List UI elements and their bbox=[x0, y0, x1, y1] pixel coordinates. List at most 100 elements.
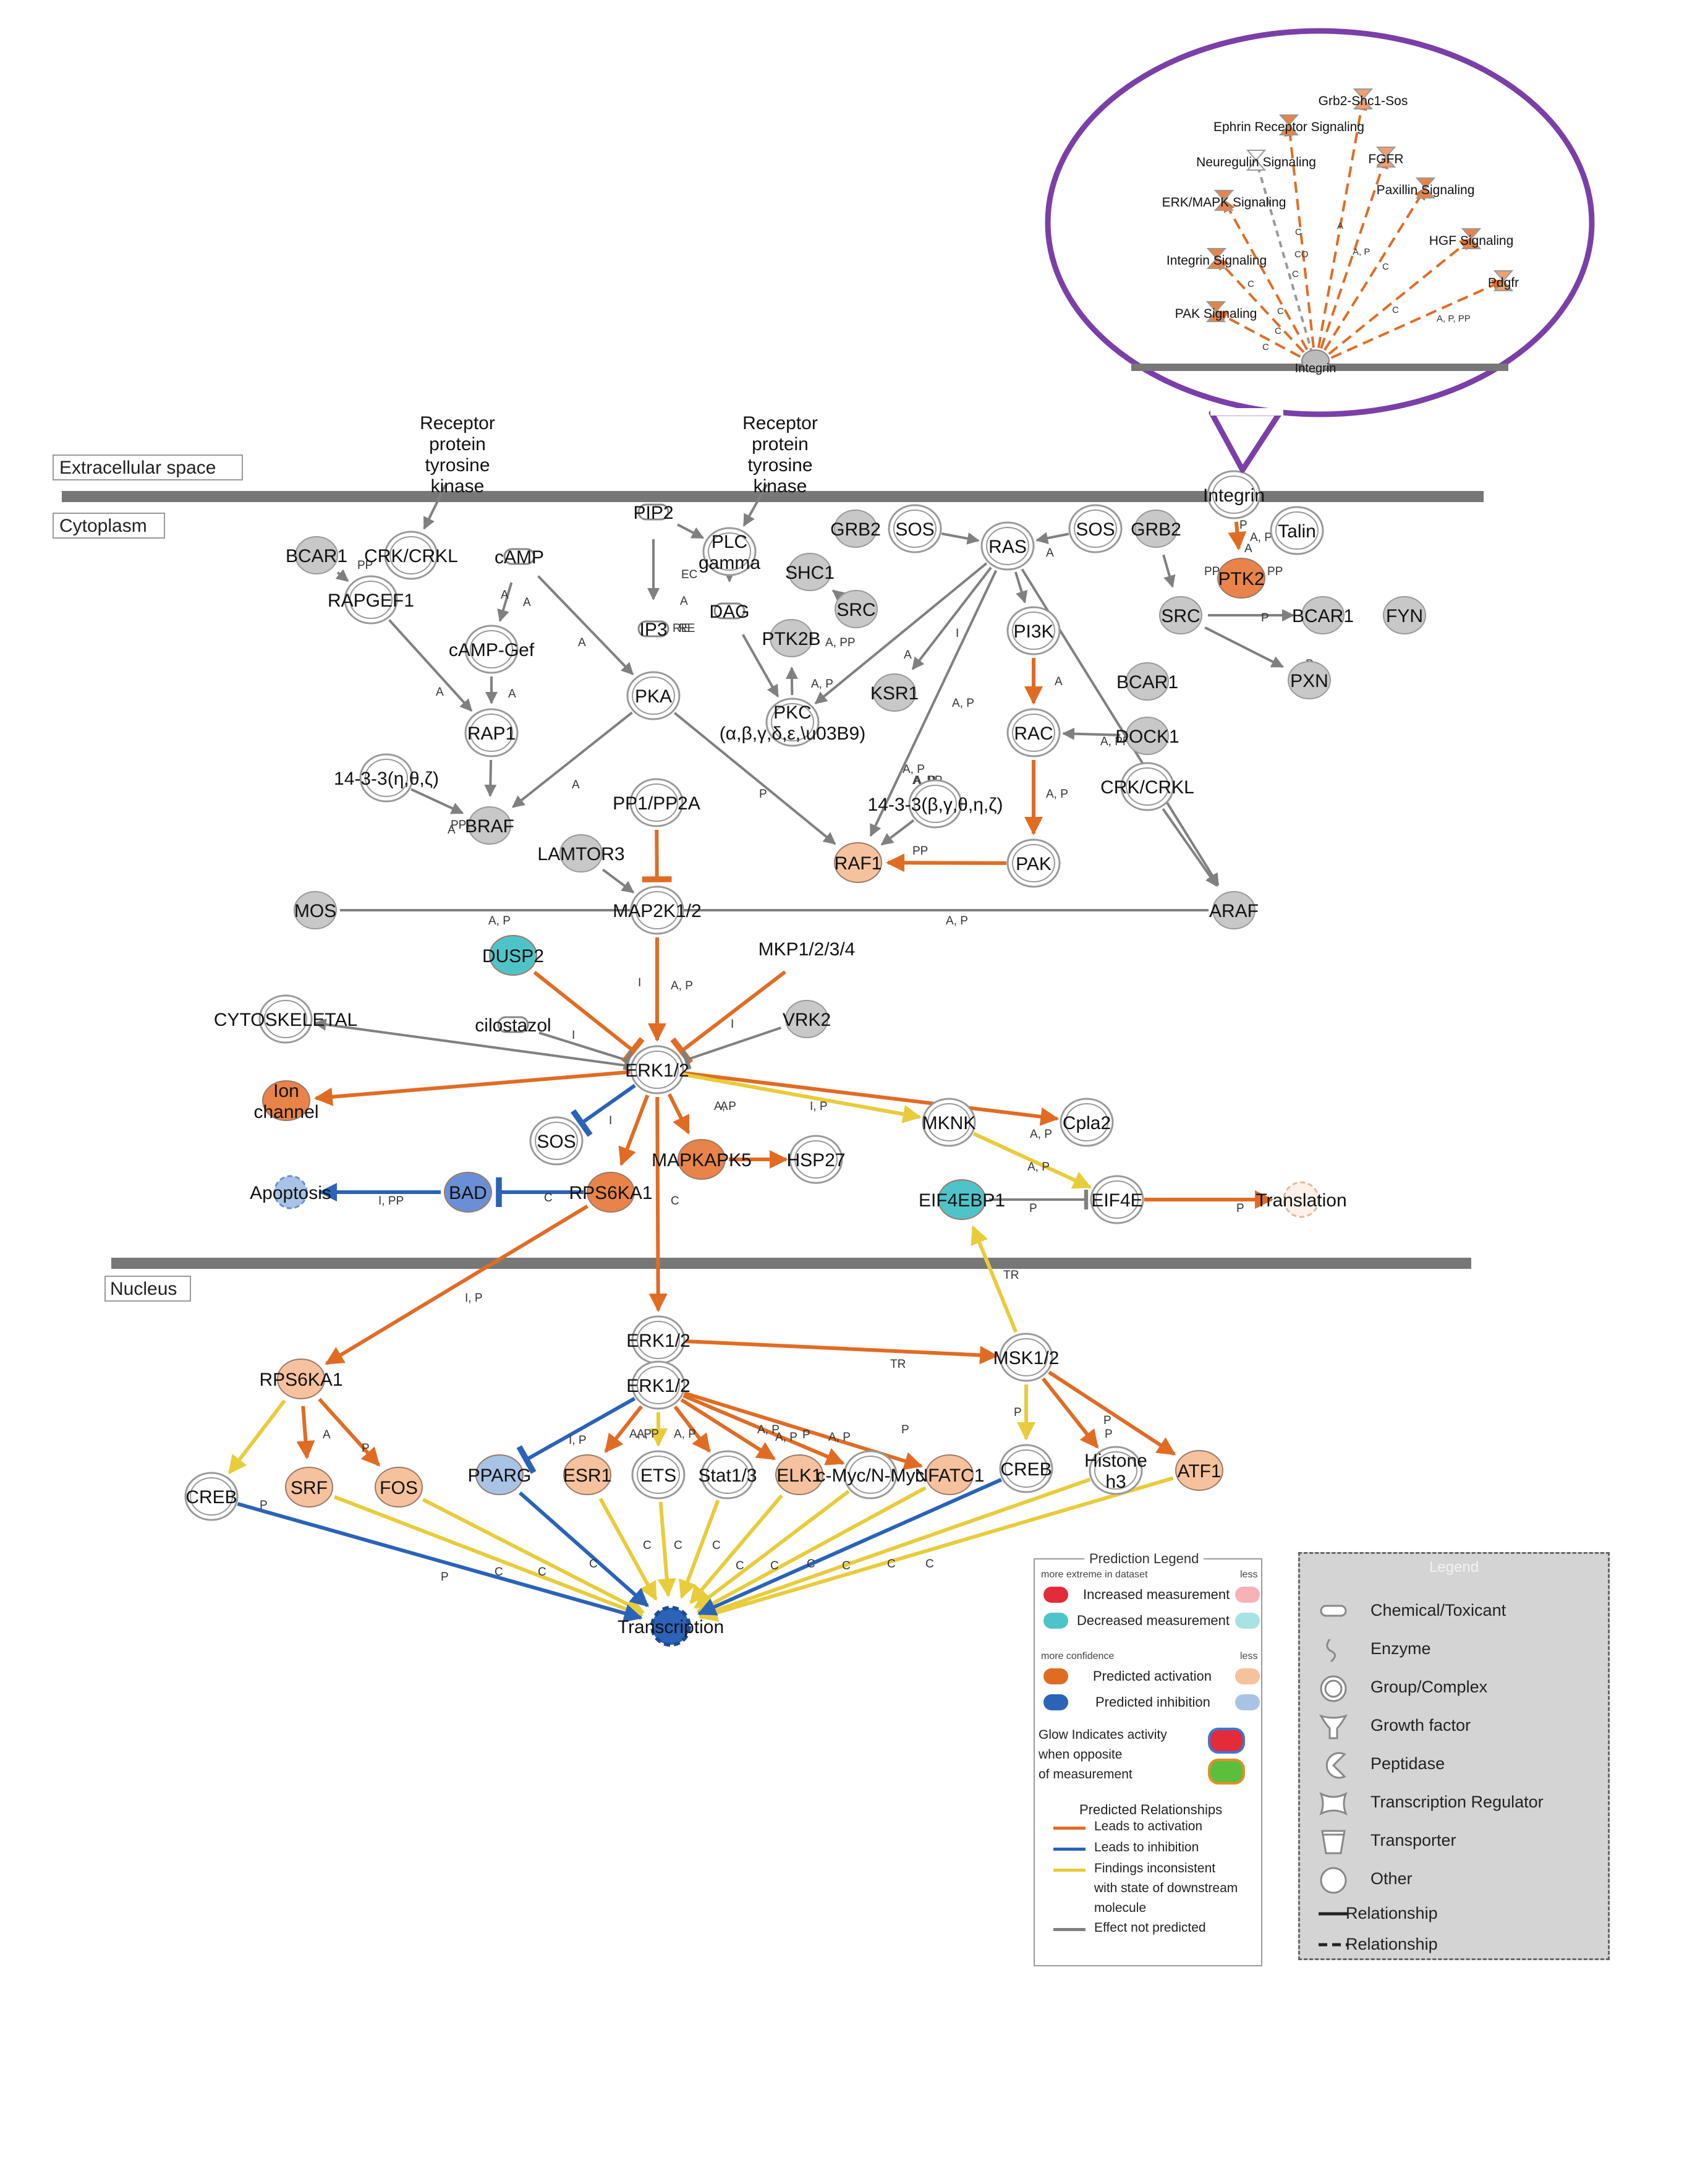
node-pkc[interactable]: PKC(α,β,γ,δ,ε,\u03B9) bbox=[720, 697, 865, 747]
node-erkn1[interactable]: ERK1/2 bbox=[626, 1315, 691, 1365]
node-apoptosis[interactable]: Apoptosis bbox=[250, 1175, 331, 1209]
node-crebb[interactable]: CREB bbox=[999, 1444, 1053, 1493]
node-rap1[interactable]: RAP1 bbox=[464, 708, 519, 757]
node-ets[interactable]: ETS bbox=[631, 1450, 686, 1499]
node-rps6ka1b[interactable]: RPS6KA1 bbox=[259, 1359, 343, 1399]
node-label: 14-3-3(β,γ,θ,η,ζ) bbox=[868, 795, 1003, 815]
node-pp1[interactable]: PP1/PP2A bbox=[613, 778, 700, 827]
node-label: SOS bbox=[895, 519, 934, 540]
node-label: BCAR1 bbox=[1116, 672, 1178, 693]
node-talin[interactable]: Talin bbox=[1270, 506, 1324, 555]
node-cpla2[interactable]: Cpla2 bbox=[1060, 1098, 1114, 1147]
edge-label: A bbox=[1046, 547, 1054, 560]
node-rac[interactable]: RAC bbox=[1006, 708, 1061, 757]
node-rapgef1[interactable]: RAPGEF1 bbox=[328, 575, 414, 625]
node-sosc[interactable]: SOS bbox=[529, 1116, 584, 1166]
node-crk1[interactable]: CRK/CRKL bbox=[364, 531, 458, 580]
node-mapkapk5[interactable]: MAPKAPK5 bbox=[652, 1139, 752, 1180]
node-ptk2b[interactable]: PTK2B bbox=[762, 619, 821, 657]
node-grb2a[interactable]: GRB2 bbox=[830, 510, 881, 548]
node-label: PKC(α,β,γ,δ,ε,\u03B9) bbox=[720, 702, 865, 744]
node-shc1[interactable]: SHC1 bbox=[785, 553, 835, 591]
node-fyn[interactable]: FYN bbox=[1383, 596, 1426, 634]
node-vrk2[interactable]: VRK2 bbox=[783, 1000, 831, 1038]
node-msk[interactable]: MSK1/2 bbox=[993, 1333, 1060, 1382]
node-pparg[interactable]: PPARG bbox=[468, 1454, 532, 1495]
node-eif4ebp1[interactable]: EIF4EBP1 bbox=[919, 1179, 1005, 1220]
node-srcb[interactable]: SRC bbox=[1159, 596, 1202, 634]
peptidase-shape-icon bbox=[1325, 1752, 1346, 1779]
node-eif4e[interactable]: EIF4E bbox=[1090, 1175, 1144, 1224]
node-lamtor3[interactable]: LAMTOR3 bbox=[537, 834, 625, 872]
node-sosb[interactable]: SOS bbox=[1068, 504, 1123, 553]
node-atf1[interactable]: ATF1 bbox=[1175, 1450, 1223, 1491]
node-ptk2[interactable]: PTK2 bbox=[1217, 558, 1265, 599]
node-ksr1[interactable]: KSR1 bbox=[870, 673, 919, 712]
rel-inconsistent-1: Findings inconsistent bbox=[1094, 1861, 1216, 1875]
node-pip2[interactable]: PIP2 bbox=[633, 503, 673, 523]
edge-nfatc1-transcription bbox=[696, 1486, 927, 1613]
node-braf[interactable]: BRAF bbox=[465, 806, 514, 845]
node-mkp[interactable]: MKP1/2/3/4 bbox=[759, 939, 856, 960]
edge-label: C bbox=[736, 1559, 744, 1572]
node-translation[interactable]: Translation bbox=[1256, 1181, 1347, 1218]
node-integrin[interactable]: Integrin bbox=[1203, 470, 1265, 519]
node-grb2b[interactable]: GRB2 bbox=[1131, 510, 1181, 548]
node-dock1[interactable]: DOCK1 bbox=[1115, 717, 1179, 755]
node-bcar1c[interactable]: BCAR1 bbox=[1116, 662, 1178, 701]
node-camp[interactable]: cAMP bbox=[495, 547, 544, 568]
node-esr1[interactable]: ESR1 bbox=[563, 1454, 611, 1495]
node-hsp27[interactable]: HSP27 bbox=[786, 1135, 846, 1184]
node-stat[interactable]: Stat1/3 bbox=[698, 1450, 757, 1499]
node-dag[interactable]: DAG bbox=[709, 602, 749, 622]
inset-edge bbox=[1215, 257, 1317, 366]
edge-label: A, P bbox=[637, 1428, 659, 1441]
node-mos[interactable]: MOS bbox=[294, 891, 337, 929]
node-fos[interactable]: FOS bbox=[375, 1467, 423, 1508]
node-srf[interactable]: SRF bbox=[285, 1467, 333, 1508]
node-ip3[interactable]: IP3 bbox=[637, 620, 669, 640]
node-sosa[interactable]: SOS bbox=[888, 504, 942, 553]
legend-title: Prediction Legend bbox=[1084, 1551, 1204, 1567]
node-bad[interactable]: BAD bbox=[444, 1172, 492, 1213]
node-f1433a[interactable]: 14-3-3(η,θ,ζ) bbox=[334, 753, 439, 803]
node-erk[interactable]: ERK1/2 bbox=[625, 1045, 689, 1094]
node-erkn2[interactable]: ERK1/2 bbox=[626, 1360, 691, 1410]
node-srca[interactable]: SRC bbox=[835, 590, 878, 628]
node-mknk[interactable]: MKNK bbox=[922, 1098, 976, 1147]
node-elk1[interactable]: ELK1 bbox=[775, 1454, 823, 1495]
node-cytosk[interactable]: CYTOSKELETAL bbox=[214, 994, 357, 1044]
edge-label: P bbox=[901, 1423, 909, 1436]
node-ras[interactable]: RAS bbox=[980, 521, 1035, 571]
node-crk2[interactable]: CRK/CRKL bbox=[1100, 762, 1194, 811]
node-map2k[interactable]: MAP2K1/2 bbox=[613, 885, 702, 935]
node-bcar1a[interactable]: BCAR1 bbox=[286, 536, 347, 574]
node-myc[interactable]: c-Myc/N-Myc bbox=[817, 1450, 925, 1499]
node-raf1[interactable]: RAF1 bbox=[834, 842, 882, 883]
node-pxn[interactable]: PXN bbox=[1288, 661, 1331, 699]
node-bcar1b[interactable]: BCAR1 bbox=[1292, 596, 1354, 634]
node-pka[interactable]: PKA bbox=[626, 671, 681, 720]
node-dusp2[interactable]: DUSP2 bbox=[482, 935, 544, 976]
node-campgef[interactable]: cAMP-Gef bbox=[449, 625, 535, 674]
node-cilostazol[interactable]: cilostazol bbox=[475, 1015, 551, 1036]
edge-crebb-transcription bbox=[697, 1478, 1002, 1616]
enzyme-shape-icon bbox=[1326, 1639, 1336, 1663]
node-pi3k[interactable]: PI3K bbox=[1006, 606, 1061, 655]
node-araf[interactable]: ARAF bbox=[1209, 891, 1259, 929]
node-creba[interactable]: CREB bbox=[184, 1472, 239, 1521]
node-f1433b[interactable]: 14-3-3(β,γ,θ,η,ζ) bbox=[868, 779, 1003, 829]
node-label: PTK2B bbox=[762, 629, 820, 649]
direct-relationship-line bbox=[1319, 1912, 1348, 1916]
node-rps6ka1a[interactable]: RPS6KA1 bbox=[569, 1172, 653, 1213]
node-pak[interactable]: PAK bbox=[1006, 838, 1061, 888]
node-nfatc1[interactable]: NFATC1 bbox=[915, 1454, 985, 1495]
inset-node-icon bbox=[1493, 270, 1514, 291]
node-transcription[interactable]: Transcription bbox=[618, 1606, 724, 1647]
